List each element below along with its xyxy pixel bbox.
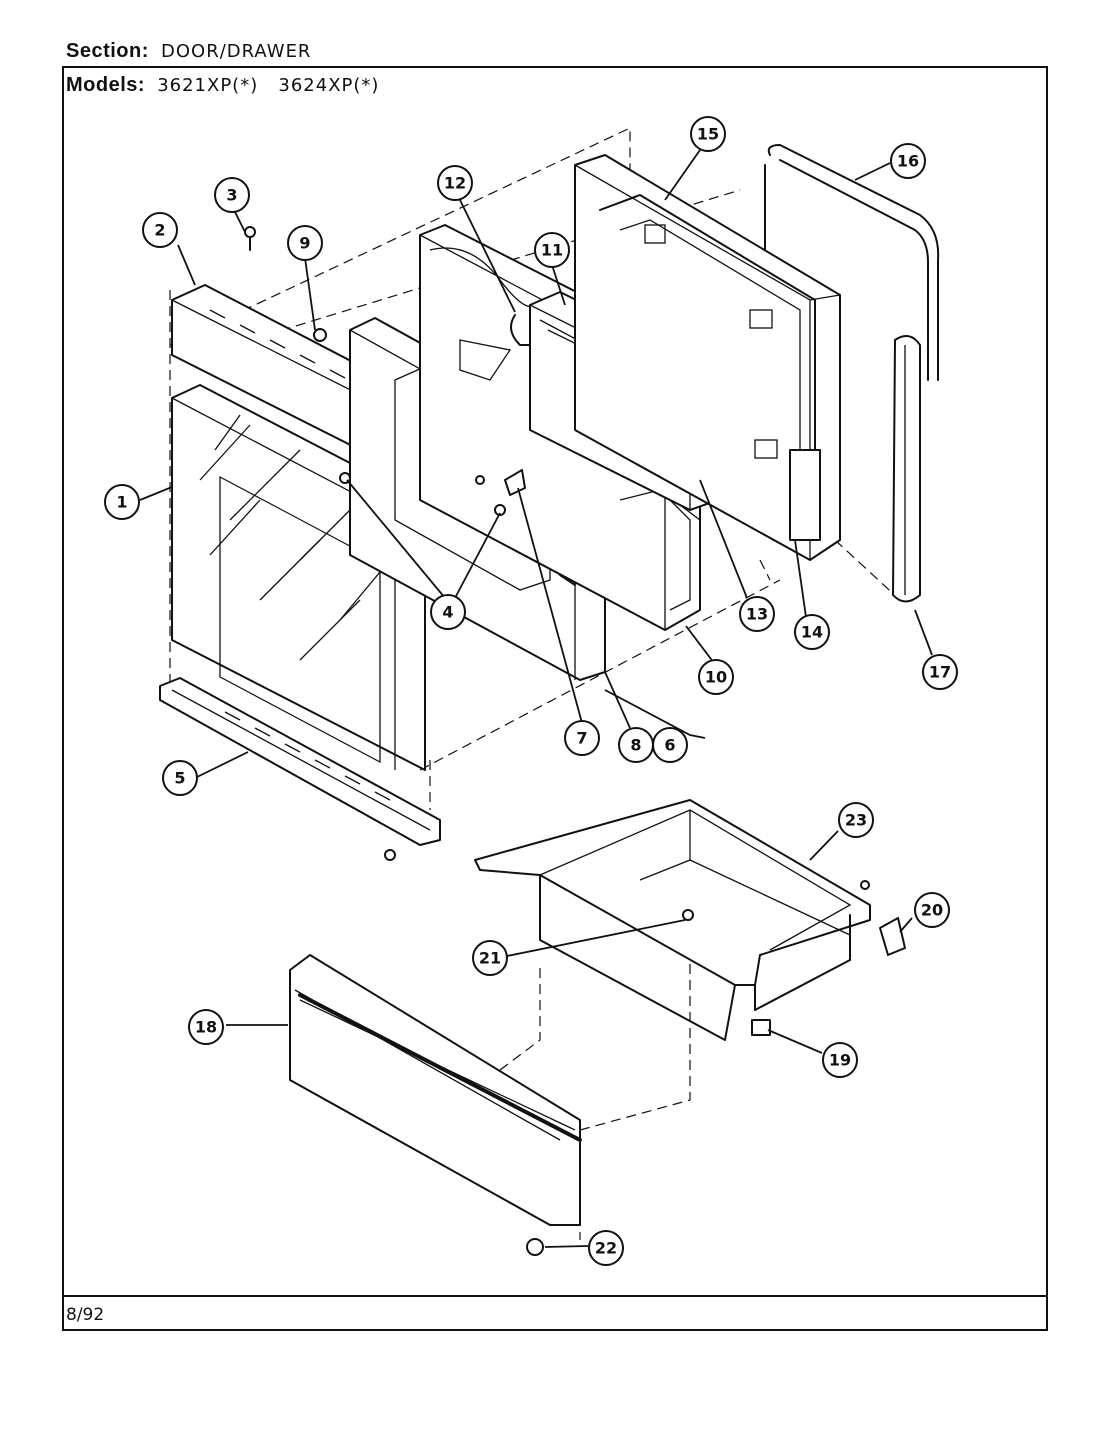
callout-7: 7 — [564, 720, 600, 756]
callout-6-label: 6 — [664, 736, 675, 755]
callout-8-label: 8 — [630, 736, 641, 755]
callout-2: 2 — [142, 212, 178, 248]
callout-16-label: 16 — [897, 152, 919, 171]
callout-22-label: 22 — [595, 1239, 617, 1258]
callout-23: 23 — [838, 802, 874, 838]
callout-8: 8 — [618, 727, 654, 763]
revision-date: 8/92 — [66, 1305, 105, 1325]
callout-5-label: 5 — [174, 769, 185, 788]
callout-14: 14 — [794, 614, 830, 650]
callout-9: 9 — [287, 225, 323, 261]
callout-12-label: 12 — [444, 174, 466, 193]
section-heading: Section: DOOR/DRAWER — [66, 40, 311, 63]
callout-21: 21 — [472, 940, 508, 976]
hardware-parts — [244, 226, 906, 1256]
models-value: 3621XP(*) 3624XP(*) — [157, 75, 380, 96]
models-heading: Models: 3621XP(*) 3624XP(*) — [66, 74, 379, 97]
callout-4-label: 4 — [442, 603, 453, 622]
section-label: Section: — [66, 40, 149, 62]
callout-3: 3 — [214, 177, 250, 213]
callout-5: 5 — [162, 760, 198, 796]
callout-18-label: 18 — [195, 1018, 217, 1037]
callout-19: 19 — [822, 1042, 858, 1078]
callout-15: 15 — [690, 116, 726, 152]
part-drawer-front — [289, 954, 582, 1226]
callout-2-label: 2 — [154, 221, 165, 240]
callout-13-label: 13 — [746, 605, 768, 624]
callout-10: 10 — [698, 659, 734, 695]
callout-9-label: 9 — [299, 234, 310, 253]
callout-13: 13 — [739, 596, 775, 632]
callout-18: 18 — [188, 1009, 224, 1045]
callout-11-label: 11 — [541, 241, 563, 260]
callout-11: 11 — [534, 232, 570, 268]
callout-10-label: 10 — [705, 668, 727, 687]
part-door-frame — [574, 154, 841, 561]
callout-23-label: 23 — [845, 811, 867, 830]
part-drawer-body — [474, 799, 871, 1041]
callout-21-label: 21 — [479, 949, 501, 968]
part-bottom-trim — [159, 677, 441, 846]
callout-4: 4 — [430, 594, 466, 630]
callout-1: 1 — [104, 484, 140, 520]
section-value: DOOR/DRAWER — [161, 41, 312, 62]
leader-lines — [139, 149, 933, 1248]
callout-17: 17 — [922, 654, 958, 690]
callout-14-label: 14 — [801, 623, 823, 642]
callout-20-label: 20 — [921, 901, 943, 920]
callout-15-label: 15 — [697, 125, 719, 144]
callout-1-label: 1 — [116, 493, 127, 512]
models-label: Models: — [66, 74, 146, 96]
callout-20: 20 — [914, 892, 950, 928]
diagram-frame — [62, 66, 1048, 1331]
callout-6: 6 — [652, 727, 688, 763]
callout-3-label: 3 — [226, 186, 237, 205]
callout-16: 16 — [890, 143, 926, 179]
part-door-gasket — [764, 144, 940, 381]
callout-17-label: 17 — [929, 663, 951, 682]
callout-12: 12 — [437, 165, 473, 201]
part-side-trim — [892, 335, 921, 603]
callout-22: 22 — [588, 1230, 624, 1266]
callout-7-label: 7 — [576, 729, 587, 748]
callout-19-label: 19 — [829, 1051, 851, 1070]
